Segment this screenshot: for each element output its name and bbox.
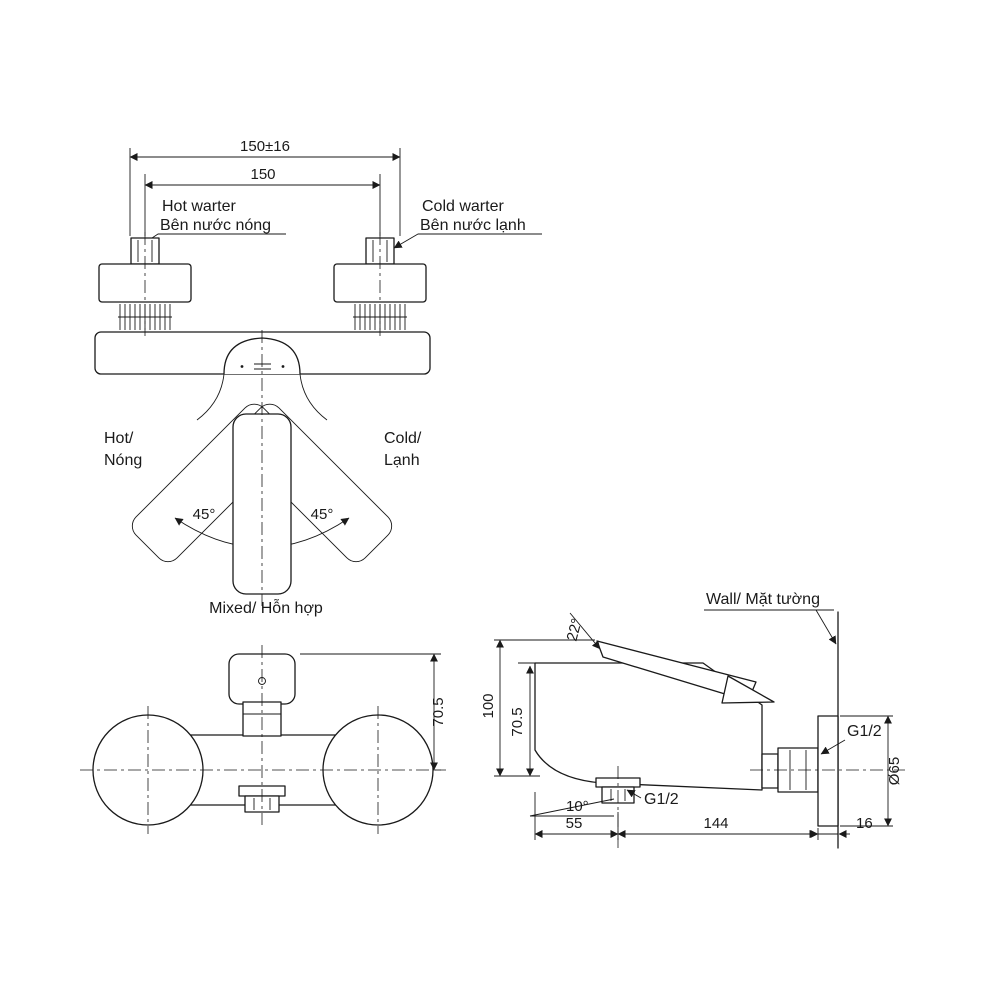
dim-55-label: 55: [566, 815, 583, 832]
wall-flange: [817, 715, 839, 827]
lever-angle-label: 22°: [564, 617, 586, 643]
dim-16-label: 16: [856, 815, 873, 832]
swing-angle-left: 45°: [193, 506, 216, 523]
dim-flange-diameter: Ø65: [840, 715, 903, 827]
swing-angle-right: 45°: [311, 506, 334, 523]
side-view: Wall/ Mặt tường 22°: [480, 591, 905, 849]
dim-front-70-5: 70.5: [300, 653, 447, 771]
dim-150-tol-label: 150±16: [240, 138, 290, 155]
lever-angle-annotation: 22°: [564, 612, 601, 650]
dim-bottom-row: 55 144 16: [534, 792, 873, 840]
wall-label: Wall/ Mặt tường: [706, 591, 820, 608]
dim-150: 150: [144, 166, 381, 236]
side-lever-cap: [721, 675, 775, 704]
hot-inlet-label-en: Hot warter: [162, 198, 236, 215]
dim-flange-diameter-label: Ø65: [886, 757, 903, 785]
thread-wall-label: G1/2: [847, 723, 882, 740]
dim-144-label: 144: [703, 815, 728, 832]
dim-side-height-label: 70.5: [509, 707, 526, 736]
dim-100: 100: [480, 639, 595, 777]
dim-100-label: 100: [480, 693, 497, 718]
dim-150-tolerance: 150±16: [129, 138, 401, 236]
cold-direction-vi: Lạnh: [384, 452, 420, 469]
cold-inlet-callout: Cold warter Bên nước lạnh: [393, 198, 542, 249]
wall-callout: Wall/ Mặt tường: [704, 591, 837, 645]
dim-150-label: 150: [250, 166, 275, 183]
cold-inlet-label-vi: Bên nước lạnh: [420, 217, 526, 234]
hot-inlet-label-vi: Bên nước nóng: [160, 217, 271, 234]
thread-bottom-callout: G1/2: [626, 789, 679, 808]
cold-inlet-label-en: Cold warter: [422, 198, 504, 215]
spout-angle-label: 10°: [566, 798, 589, 815]
hot-direction-vi: Nóng: [104, 452, 142, 469]
cold-direction-en: Cold/: [384, 430, 422, 447]
rear-pipe: [761, 753, 779, 789]
thread-bottom-label: G1/2: [644, 791, 679, 808]
dim-front-height-label: 70.5: [430, 697, 447, 726]
dim-side-70-5: 70.5: [509, 662, 540, 777]
spout-angle-annotation: 10°: [529, 798, 615, 817]
front-view: 70.5: [80, 645, 447, 834]
mixed-label: Mixed/ Hỗn hợp: [209, 598, 323, 617]
top-view: 150±16 150 Hot warter Bên nước nóng Cold…: [94, 138, 542, 617]
thread-wall-callout: G1/2: [820, 723, 882, 755]
hot-direction-en: Hot/: [104, 430, 134, 447]
